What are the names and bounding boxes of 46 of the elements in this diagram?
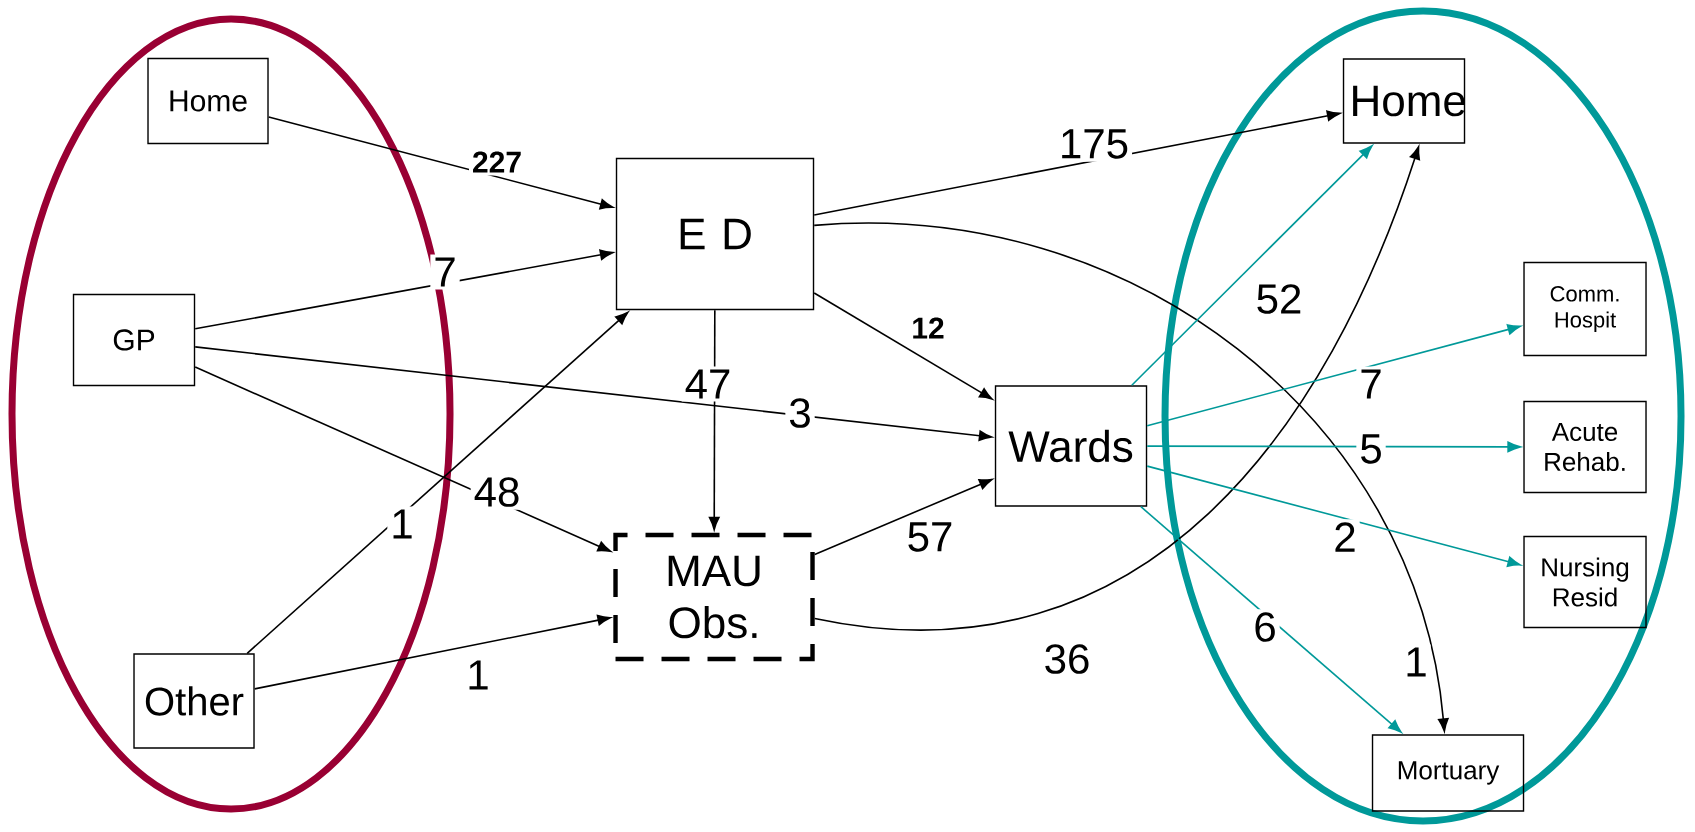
edge-label: 36 (1040, 641, 1094, 677)
arrow (813, 146, 1421, 631)
process-box: Wards (994, 385, 1148, 507)
arrow (194, 366, 612, 553)
edge-label: 57 (903, 519, 957, 555)
process-box: GP (72, 293, 196, 387)
edge-label: 12 (908, 314, 948, 342)
process-box: Home (1342, 58, 1466, 144)
arrow (813, 478, 993, 556)
arrow (246, 311, 629, 655)
edge-label: 7 (1356, 366, 1386, 402)
process-box: Other (133, 653, 255, 749)
arrow (1131, 145, 1373, 387)
dashed-box: MAU Obs. (613, 532, 815, 662)
arrow (194, 249, 614, 330)
edge-label: 6 (1250, 609, 1280, 645)
process-box: Acute Rehab. (1523, 400, 1647, 494)
edge-label: 47 (681, 366, 735, 402)
edge-label: 1 (463, 657, 493, 693)
arrow (1146, 465, 1521, 568)
edge-label: 175 (1056, 126, 1133, 162)
arrow (1140, 505, 1402, 733)
edge-label: 52 (1252, 281, 1306, 317)
arrow (1146, 441, 1521, 453)
edge-label: 227 (469, 148, 526, 176)
process-box: E D (615, 157, 815, 311)
edge-label: 7 (430, 254, 460, 290)
arrow (1146, 324, 1521, 427)
edge-label: 3 (785, 395, 815, 431)
edge-label: 48 (470, 474, 524, 510)
arrow (813, 222, 1449, 732)
process-box: Home (147, 57, 269, 145)
arrow (253, 614, 611, 690)
edge-label: 5 (1356, 431, 1386, 467)
process-box: Mortuary (1371, 734, 1525, 812)
process-box: Nursing Resid (1523, 535, 1647, 629)
process-box: Comm. Hospit (1523, 261, 1647, 357)
edge-label: 1 (387, 506, 417, 542)
edge-label: 2 (1330, 519, 1360, 555)
arrow (267, 116, 614, 210)
edge-label: 1 (1401, 644, 1431, 680)
arrow (194, 346, 993, 442)
arrow (813, 292, 993, 400)
group-ellipse (1161, 7, 1685, 825)
arrow (813, 110, 1341, 216)
group-ellipse (8, 15, 454, 813)
